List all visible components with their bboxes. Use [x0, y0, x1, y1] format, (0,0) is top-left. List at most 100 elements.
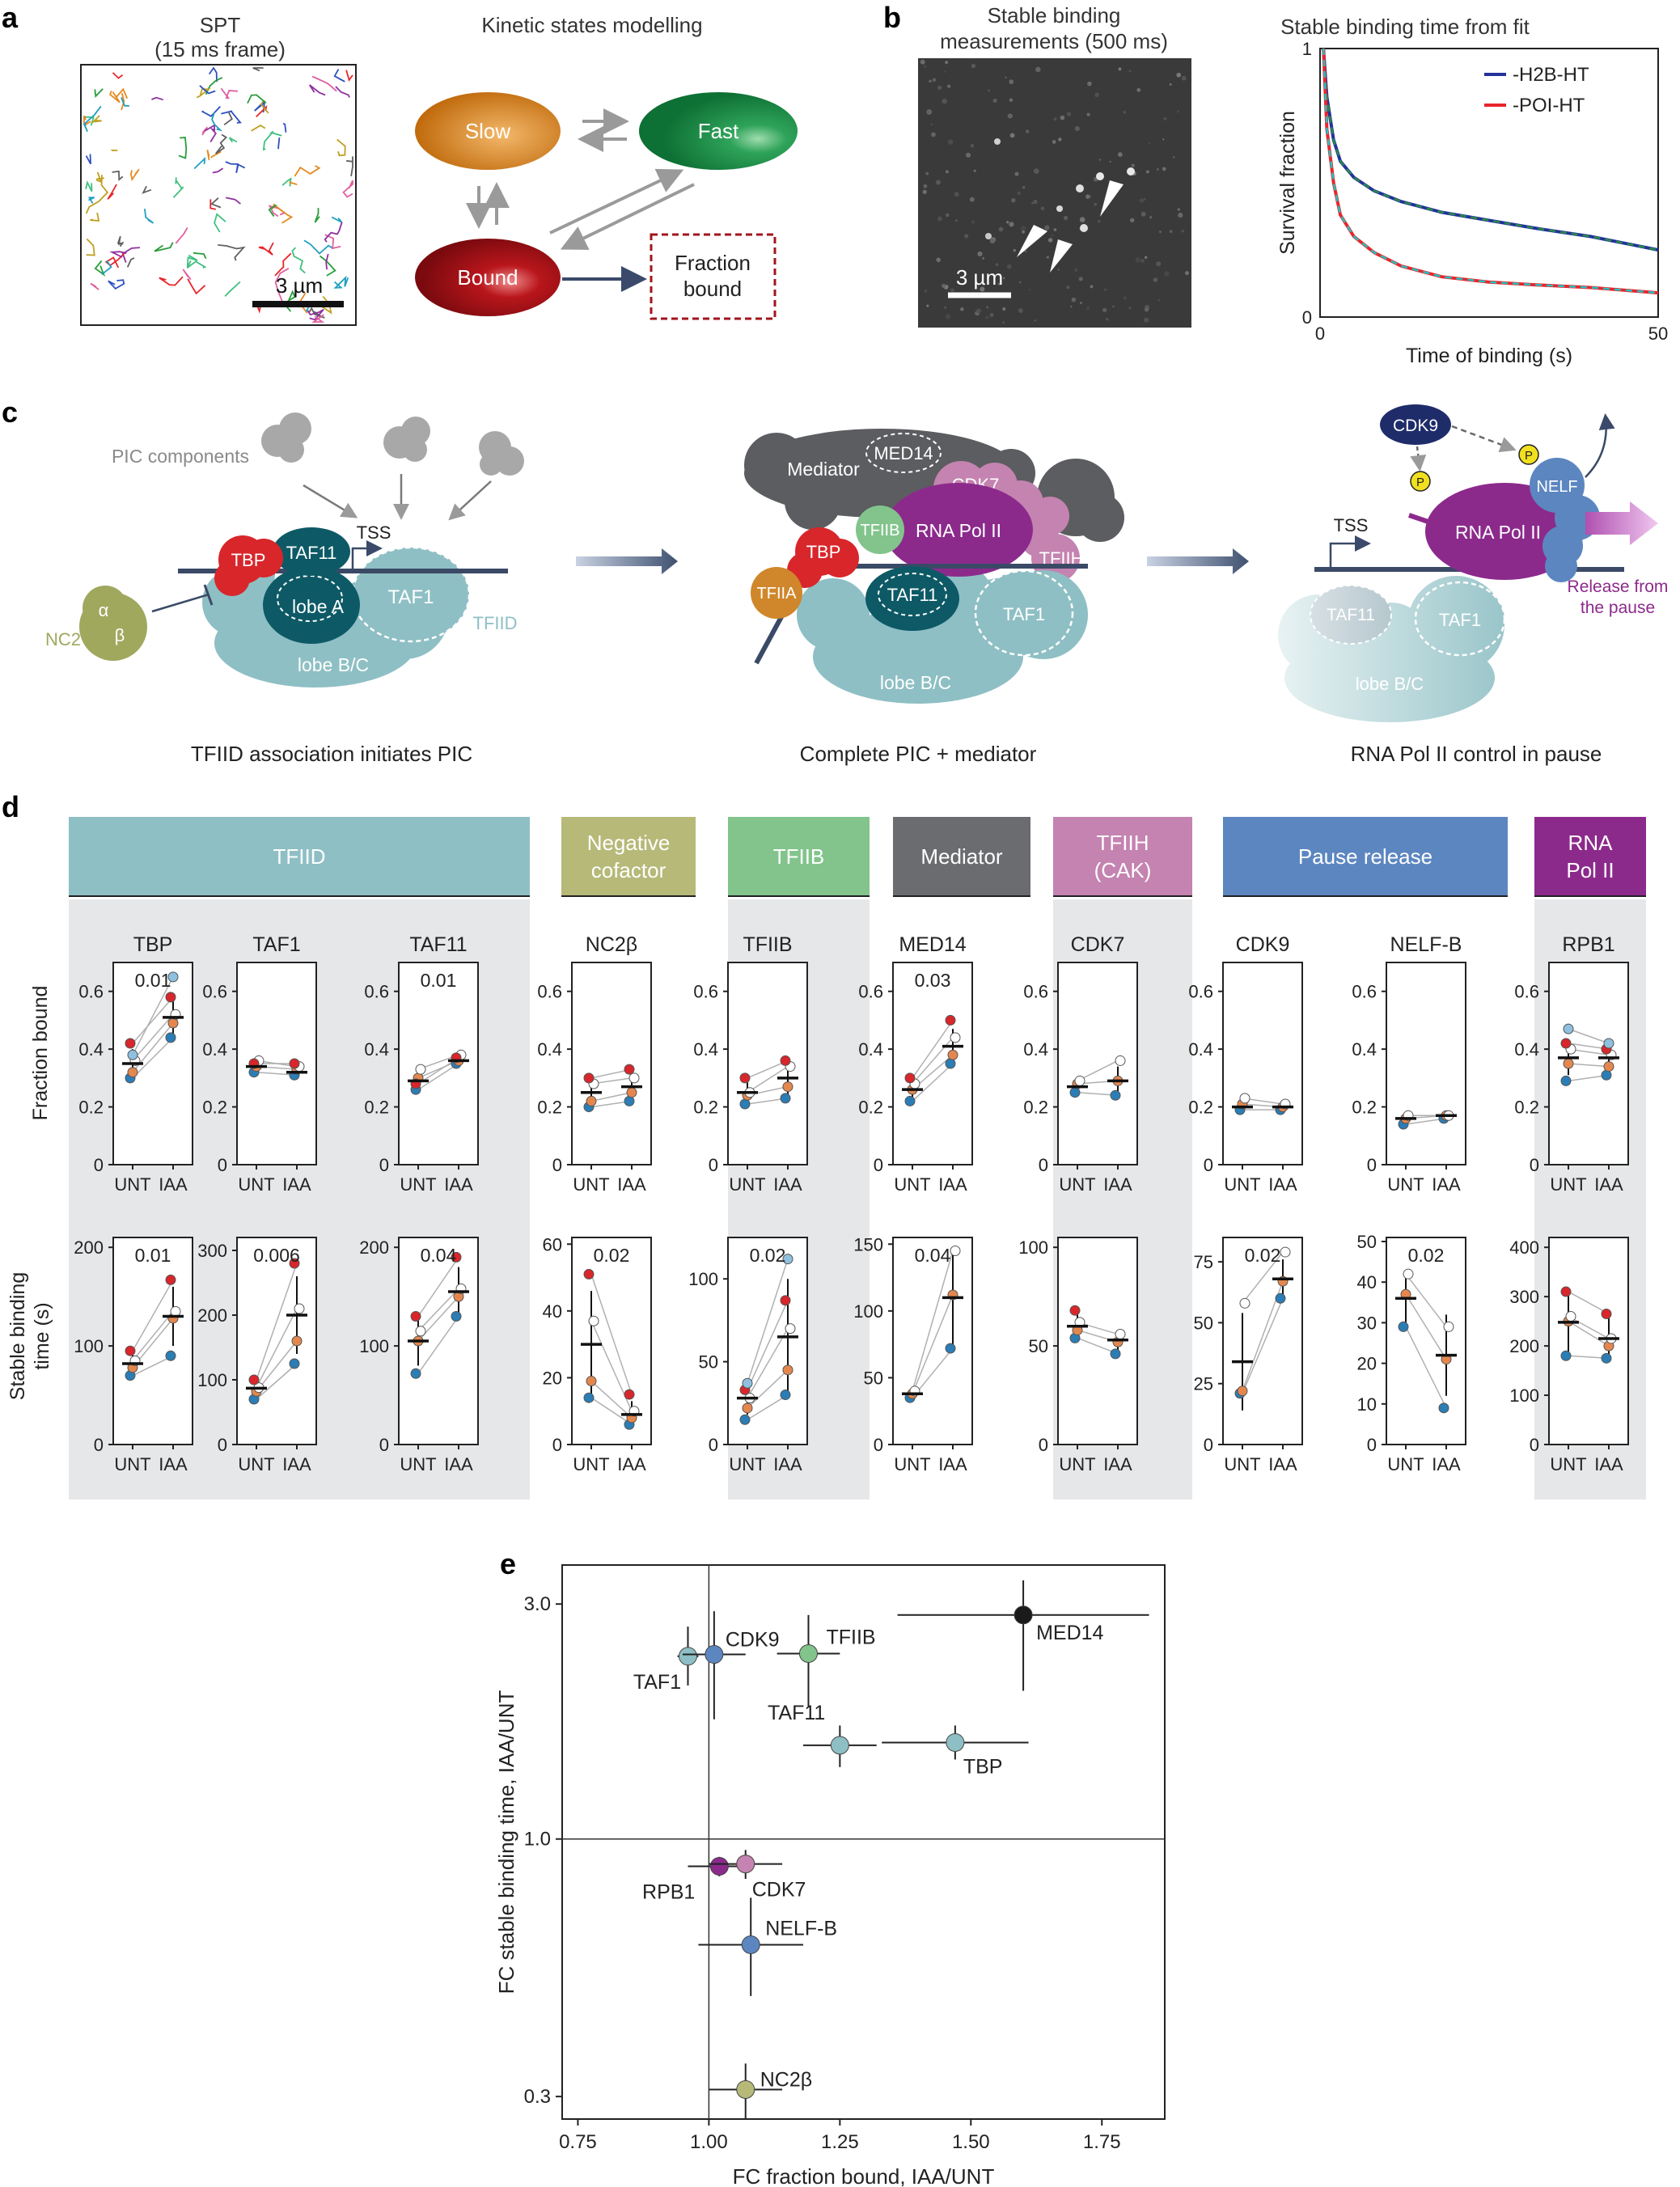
data-point-iaa	[1601, 1352, 1612, 1364]
pair-line	[256, 1340, 298, 1392]
spt-track	[201, 126, 209, 136]
data-point-unt	[742, 1377, 753, 1389]
sbm-noise-dot	[1078, 277, 1083, 281]
x-tick-label: UNT	[729, 1174, 765, 1195]
sbm-noise-dot	[973, 169, 976, 172]
data-point-unt	[904, 1095, 916, 1106]
sbm-noise-dot	[977, 251, 983, 256]
x-tick-label: 0.75	[559, 2131, 597, 2153]
sbm-noise-dot	[1117, 152, 1123, 157]
spt-track	[268, 204, 277, 218]
plot-frame	[1319, 48, 1659, 318]
sbm-noise-dot	[1094, 202, 1097, 206]
sbm-noise-dot	[966, 152, 971, 158]
y-tick-label: 200	[1509, 1336, 1539, 1356]
data-point-unt	[1074, 1075, 1085, 1086]
x-tick-label: IAA	[617, 1174, 646, 1195]
point-label: TFIIB	[826, 1626, 875, 1648]
spt-track	[225, 197, 241, 205]
spt-track	[210, 150, 222, 159]
sbm-scale-bar-label: 3 µm	[956, 265, 1003, 290]
fit-line	[1322, 48, 1659, 294]
spt-track	[324, 234, 341, 250]
data-point-iaa	[1110, 1089, 1121, 1101]
sbm-noise-dot	[1024, 249, 1027, 253]
spt-track	[314, 208, 320, 223]
data-point-iaa	[624, 1095, 635, 1106]
spt-track	[101, 260, 112, 275]
y-tick-label: 0.2	[693, 1098, 718, 1118]
sbm-noise-dot	[943, 70, 946, 73]
spt-track	[223, 112, 233, 126]
spt-track	[186, 260, 207, 269]
y-tick-label: 60	[543, 1234, 562, 1254]
subplot-frame	[727, 962, 808, 1165]
sbm-spot	[985, 233, 992, 239]
data-point-unt	[1565, 1311, 1576, 1322]
data-point-iaa	[950, 1246, 961, 1257]
spt-track	[214, 213, 226, 233]
data-point-unt	[583, 1392, 595, 1403]
sbm-noise-dot	[1148, 142, 1151, 145]
y-tick-label: 100	[74, 1336, 104, 1356]
sbm-noise-dot	[1112, 305, 1115, 307]
y-tick-label: 1.0	[524, 1829, 551, 1851]
data-point-unt	[1563, 1058, 1574, 1069]
data-point-unt	[586, 1095, 597, 1106]
y-tick-label: 50	[864, 1368, 883, 1388]
sbm-noise-dot	[926, 304, 929, 307]
x-tick-label: IAA	[444, 1174, 473, 1195]
spt-track	[214, 133, 228, 154]
tss-arrow	[1329, 535, 1371, 569]
data-point-iaa	[289, 1058, 300, 1069]
subplot-title: TFIIB	[743, 933, 792, 956]
kinetic-title: Kinetic states modelling	[481, 13, 702, 37]
series-line	[1322, 48, 1659, 252]
data-point-unt	[125, 1038, 136, 1049]
x-tick-label: UNT	[400, 1454, 436, 1474]
y-tick-label: 0.2	[1514, 1098, 1539, 1118]
sbm-noise-dot	[1172, 156, 1175, 159]
p-value: 0.02	[1408, 1245, 1445, 1266]
point-label: CDK9	[726, 1629, 780, 1652]
p-value: 0.02	[1245, 1245, 1281, 1266]
sbm-noise-dot	[1164, 271, 1170, 277]
group-header-label: RNA	[1568, 831, 1614, 855]
sbm-noise-dot	[1123, 110, 1126, 114]
sbm-spot	[994, 138, 1001, 145]
data-point-iaa	[1601, 1069, 1612, 1081]
spt-track	[272, 203, 294, 224]
data-point-unt	[415, 1326, 426, 1337]
x-tick-label: 50	[1648, 324, 1668, 344]
sbm-noise-dot	[1070, 305, 1073, 308]
sbm-noise	[920, 59, 1189, 324]
sbm-noise-dot	[1013, 248, 1016, 252]
sbm-noise-dot	[1176, 72, 1182, 78]
spt-track	[90, 282, 99, 290]
subplot-frame	[1386, 1237, 1466, 1445]
sbm-noise-dot	[1135, 257, 1141, 263]
tbp-blob	[214, 535, 283, 596]
sbm-noise-dot	[931, 132, 936, 137]
data-point-iaa	[165, 1274, 176, 1285]
subplot-frame	[398, 962, 479, 1165]
state-fast	[639, 92, 798, 170]
sbm-noise-dot	[1005, 76, 1007, 78]
data-point-unt	[739, 1414, 751, 1425]
sbm-noise-dot	[1052, 235, 1054, 237]
x-tick-label: UNT	[238, 1174, 274, 1195]
data-point-unt	[586, 1376, 597, 1387]
data-point-iaa	[945, 1058, 956, 1069]
sbm-noise-dot	[1033, 200, 1038, 205]
sbm-noise-dot	[1033, 168, 1039, 174]
sbm-noise-dot	[1002, 307, 1006, 311]
sbm-noise-dot	[1074, 125, 1080, 132]
spt-track	[116, 87, 129, 99]
spt-track	[94, 88, 104, 99]
spt-track	[86, 238, 95, 256]
phospho-label: P	[1525, 449, 1533, 463]
x-tick-label: IAA	[1103, 1454, 1132, 1474]
sbm-noise-dot	[1131, 163, 1135, 167]
spt-title-line1: SPT	[200, 13, 241, 37]
sbm-noise-dot	[1123, 296, 1127, 300]
